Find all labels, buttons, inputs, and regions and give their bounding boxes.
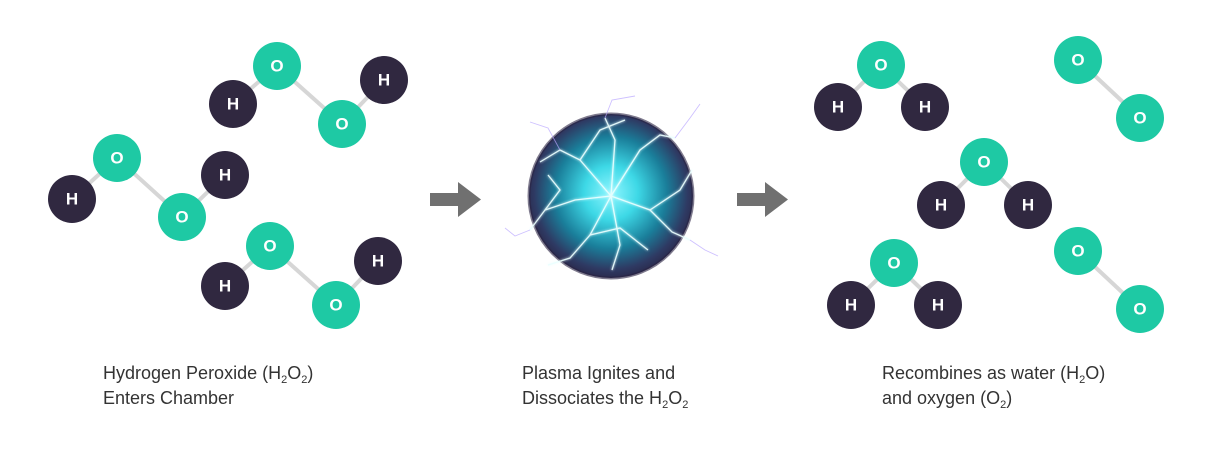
hydrogen-atom	[1004, 181, 1052, 229]
oxygen-label: O	[335, 115, 348, 134]
caption-input-line1: Hydrogen Peroxide (H2O2)	[103, 363, 314, 386]
hydrogen-atom	[201, 262, 249, 310]
oxygen-label: O	[263, 237, 276, 256]
oxygen-label: O	[874, 56, 887, 75]
caption-plasma-line2: Dissociates the H2O2	[522, 388, 689, 411]
hydrogen-label: H	[919, 98, 931, 117]
oxygen-label: O	[329, 296, 342, 315]
hydrogen-atom	[354, 237, 402, 285]
oxygen-atom	[93, 134, 141, 182]
hydrogen-atom	[48, 175, 96, 223]
hydrogen-label: H	[1022, 196, 1034, 215]
product-molecules: H O H H O H H O H	[814, 36, 1164, 333]
hydrogen-label: H	[219, 277, 231, 296]
hydrogen-label: H	[372, 252, 384, 271]
peroxide-molecule: H O O H	[48, 134, 249, 241]
oxygen-label: O	[1133, 109, 1146, 128]
oxygen-atom	[870, 239, 918, 287]
hydrogen-atom	[914, 281, 962, 329]
hydrogen-atom	[201, 151, 249, 199]
hydrogen-label: H	[378, 71, 390, 90]
arrow-right-icon	[737, 182, 788, 217]
hydrogen-label: H	[219, 166, 231, 185]
hydrogen-atom	[917, 181, 965, 229]
hydrogen-label: H	[935, 196, 947, 215]
water-molecule: H O H	[827, 239, 962, 329]
oxygen-label: O	[110, 149, 123, 168]
hydrogen-label: H	[227, 95, 239, 114]
hydrogen-atom	[901, 83, 949, 131]
peroxide-molecules: H O O H H O O H H O	[48, 42, 408, 329]
oxygen-atom	[253, 42, 301, 90]
oxygen-atom	[1054, 227, 1102, 275]
oxygen-atom	[1116, 285, 1164, 333]
oxygen-label: O	[1133, 300, 1146, 319]
caption-products-line1: Recombines as water (H2O)	[882, 363, 1106, 386]
oxygen-label: O	[175, 208, 188, 227]
hydrogen-atom	[360, 56, 408, 104]
oxygen-label: O	[887, 254, 900, 273]
peroxide-molecule: H O O H	[209, 42, 408, 148]
hydrogen-label: H	[845, 296, 857, 315]
oxygen-label: O	[977, 153, 990, 172]
oxygen-atom	[1116, 94, 1164, 142]
caption-products-line2: and oxygen (O2)	[882, 388, 1013, 411]
arrow-right-icon	[430, 182, 481, 217]
water-molecule: H O H	[917, 138, 1052, 229]
hydrogen-atom	[827, 281, 875, 329]
oxygen-label: O	[270, 57, 283, 76]
peroxide-molecule: H O O H	[201, 222, 402, 329]
oxygen-atom	[246, 222, 294, 270]
oxygen-atom	[857, 41, 905, 89]
caption-products: Recombines as water (H2O) and oxygen (O2…	[882, 361, 1105, 411]
oxygen-atom	[960, 138, 1008, 186]
oxygen-atom	[158, 193, 206, 241]
hydrogen-label: H	[932, 296, 944, 315]
oxygen-atom	[1054, 36, 1102, 84]
plasma-sphere-icon	[504, 95, 719, 280]
oxygen-molecule: O O	[1054, 36, 1164, 142]
caption-input-line2: Enters Chamber	[103, 388, 235, 408]
oxygen-label: O	[1071, 51, 1084, 70]
caption-plasma-line1: Plasma Ignites and	[522, 363, 676, 383]
caption-plasma: Plasma Ignites and Dissociates the H2O2	[522, 361, 688, 411]
hydrogen-atom	[814, 83, 862, 131]
oxygen-atom	[318, 100, 366, 148]
caption-input: Hydrogen Peroxide (H2O2) Enters Chamber	[103, 361, 313, 411]
oxygen-label: O	[1071, 242, 1084, 261]
hydrogen-atom	[209, 80, 257, 128]
oxygen-molecule: O O	[1054, 227, 1164, 333]
oxygen-atom	[312, 281, 360, 329]
hydrogen-label: H	[66, 190, 78, 209]
water-molecule: H O H	[814, 41, 949, 131]
hydrogen-label: H	[832, 98, 844, 117]
